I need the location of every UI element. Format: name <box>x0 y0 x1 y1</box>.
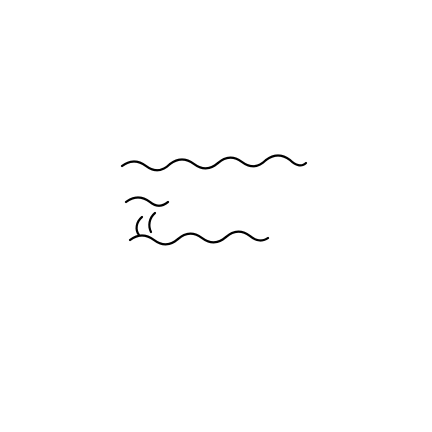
tilde-mark <box>120 160 172 172</box>
tilde-mark <box>128 234 180 246</box>
parenthesis-mark <box>135 215 144 237</box>
tilde-row-2 <box>124 196 170 207</box>
tilde-mark <box>264 154 308 167</box>
tilde-mark <box>176 232 228 244</box>
tilde-mark <box>124 196 170 207</box>
tilde-row-1 <box>120 154 308 172</box>
parenthesis-pair <box>135 211 157 237</box>
tilde-row-3 <box>128 230 270 246</box>
tilde-mark <box>168 158 220 170</box>
tilde-mark <box>216 156 268 168</box>
parenthesis-mark <box>148 211 157 234</box>
tilde-mark <box>224 230 270 242</box>
